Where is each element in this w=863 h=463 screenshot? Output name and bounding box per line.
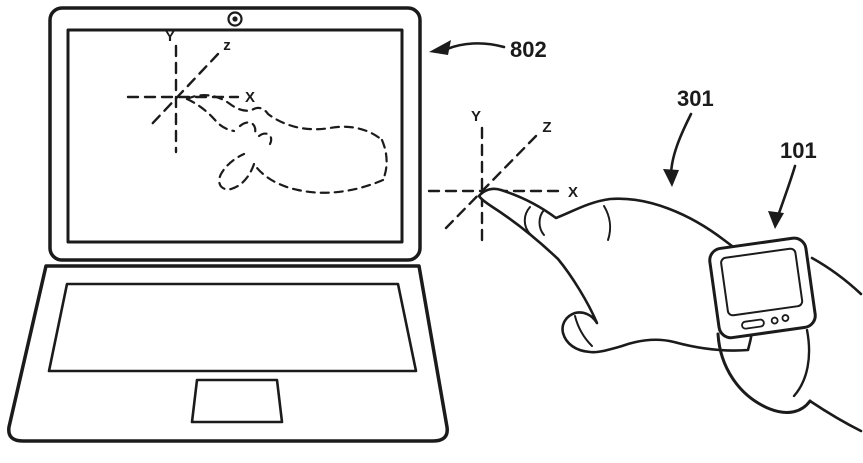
watch-dot-icon (781, 314, 790, 322)
hand-motion-mark (523, 206, 531, 235)
hand-knuckle-crease (603, 205, 612, 241)
onscreen-axis-y-label: Y (165, 28, 175, 45)
ref-802: 802 (429, 37, 547, 62)
ref-101: 101 (768, 138, 817, 229)
laptop (7, 6, 449, 443)
webcam-lens-icon (232, 16, 238, 22)
pointing-hand (477, 187, 756, 354)
hand-thumb-crease (574, 315, 593, 347)
laptop-base (7, 264, 449, 443)
watch-button-icon (741, 318, 765, 330)
ref-301: 301 (663, 86, 714, 187)
laptop-keyboard (47, 282, 418, 373)
onscreen-hand-sketch (185, 94, 388, 194)
smartwatch (708, 236, 817, 414)
ref-802-arrow-line (445, 42, 506, 51)
webcam-icon (227, 11, 243, 27)
onscreen-axis-z-label: z (223, 37, 231, 54)
sketch-stroke (257, 132, 273, 146)
watch-face (708, 236, 817, 340)
fingertip-axes: Y Z X (427, 108, 578, 249)
ref-802-label: 802 (510, 37, 547, 62)
hand-outline (477, 187, 756, 354)
ref-101-arrowhead-icon (768, 211, 784, 229)
onscreen-axes: Y z X (126, 28, 255, 154)
onscreen-axis-z-line (148, 52, 220, 128)
ref-301-label: 301 (677, 86, 714, 111)
watch-screen (720, 247, 804, 317)
sketch-stroke (380, 138, 388, 182)
ref-301-arrowhead-icon (663, 169, 679, 187)
sketch-stroke (238, 121, 257, 135)
watch-band-outer (716, 332, 812, 414)
sketch-stroke (252, 162, 385, 194)
ref-101-label: 101 (780, 138, 817, 163)
forearm (808, 256, 863, 433)
laptop-screen (66, 28, 404, 244)
hand-motion-mark (538, 209, 545, 236)
watch-dot-icon (770, 316, 779, 325)
forearm-top-line (810, 256, 863, 296)
fingertip-axis-z-label: Z (542, 119, 551, 136)
onscreen-axis-x-label: X (245, 89, 255, 106)
laptop-touchpad (190, 378, 284, 424)
forearm-bottom-line (808, 399, 863, 433)
sketch-stroke (218, 152, 256, 191)
fingertip-axis-y-label: Y (471, 108, 481, 125)
laptop-lid (48, 6, 422, 262)
ref-101-arrow-line (775, 164, 797, 221)
sketch-stroke (185, 97, 236, 133)
ref-301-arrow-line (669, 112, 693, 178)
fingertip-axis-x-label: X (568, 184, 578, 201)
watch-case (708, 236, 817, 340)
fingertip-axis-z-line (444, 134, 538, 230)
ref-802-arrowhead-icon (429, 40, 451, 55)
watch-band-inner (792, 328, 811, 398)
sketch-stroke (185, 94, 384, 142)
